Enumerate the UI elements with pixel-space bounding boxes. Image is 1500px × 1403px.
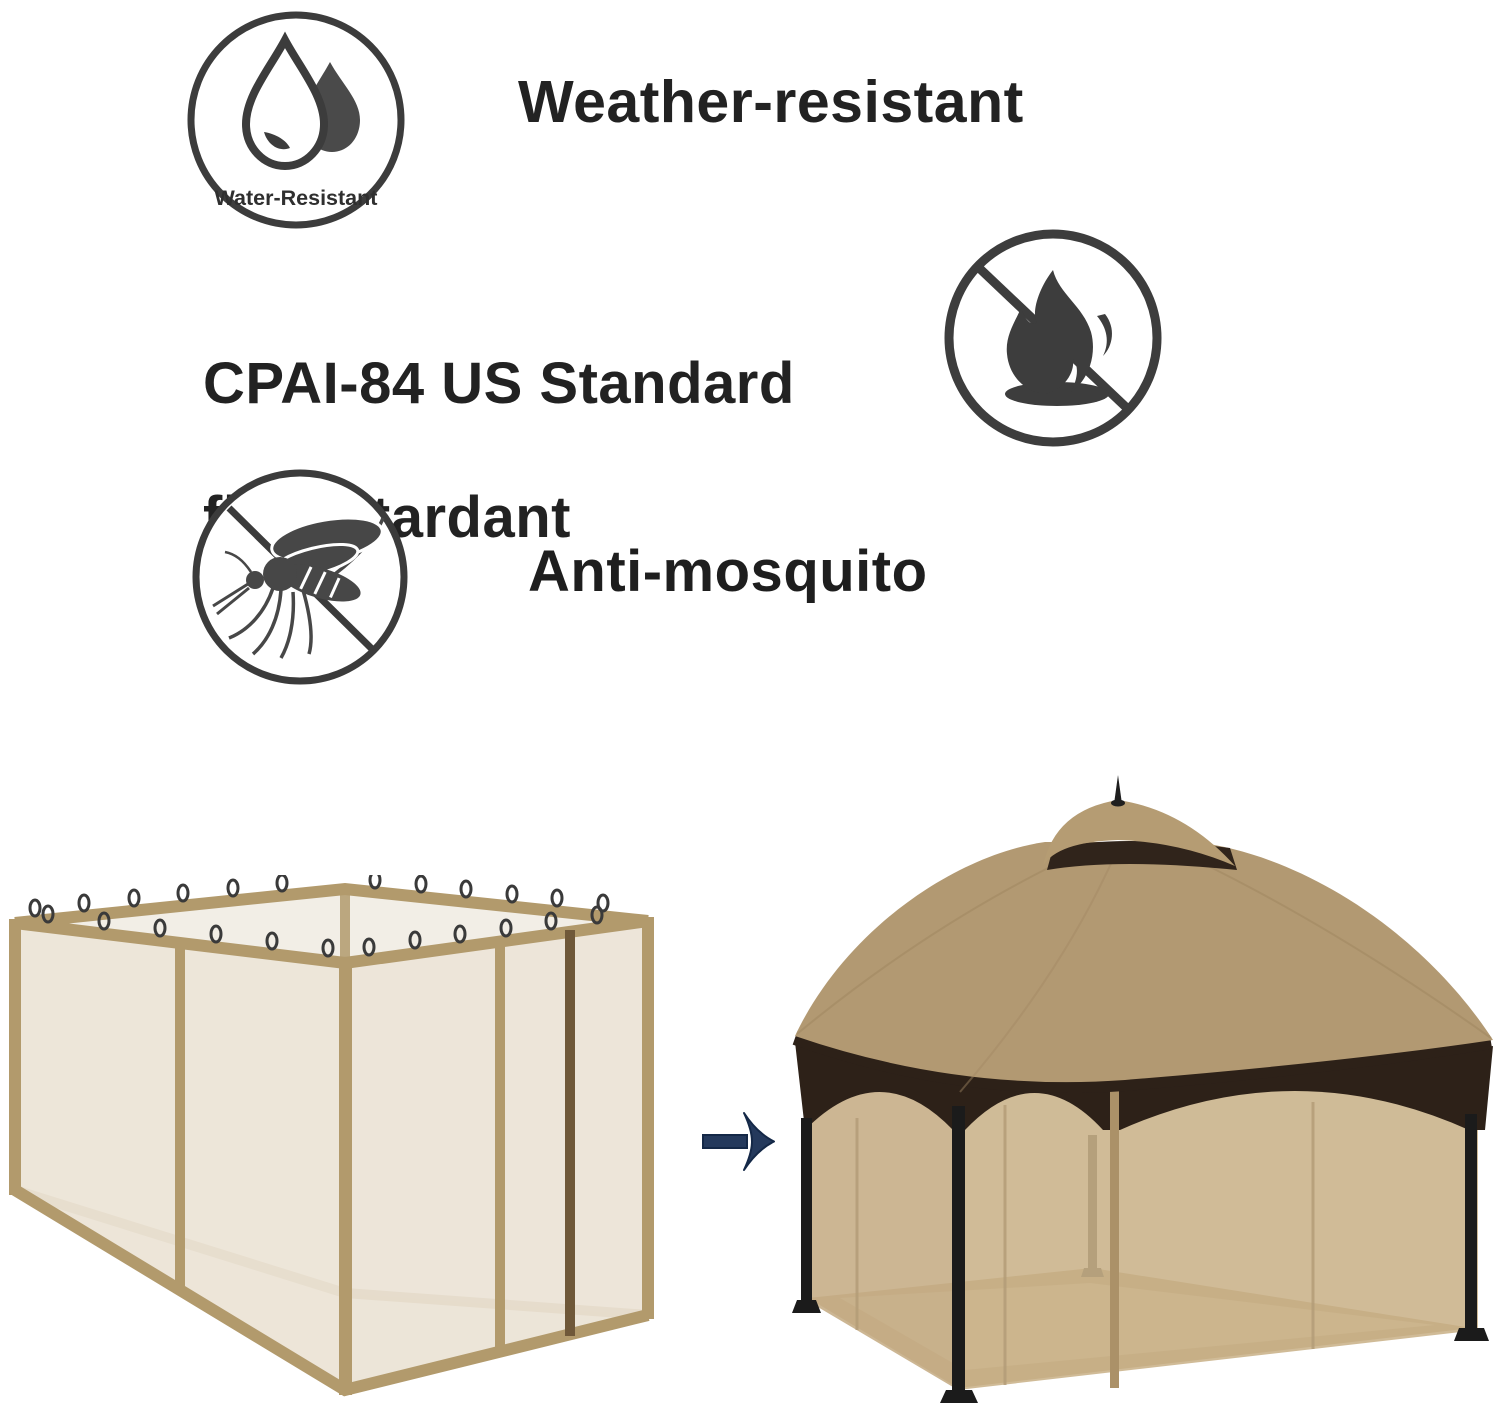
hanging-loops — [28, 875, 610, 958]
roof-top-tier — [1043, 800, 1235, 866]
right-arrow-icon — [702, 1112, 775, 1171]
mosquito-netting-panels-illustration — [9, 875, 654, 1397]
no-fire-icon — [944, 229, 1162, 447]
fire-retardant-label-line1: CPAI-84 US Standard — [203, 351, 795, 416]
flame-glyph — [1006, 270, 1093, 394]
gazebo-with-netting-illustration — [792, 775, 1493, 1403]
roof-finial — [1114, 775, 1122, 804]
weather-resistant-label: Weather-resistant — [518, 69, 1024, 135]
mosquito-glyph — [212, 516, 385, 659]
water-resistant-badge-label: Water-Resistant — [215, 186, 378, 210]
mesh-wall-left — [806, 1060, 958, 1390]
anti-mosquito-label: Anti-mosquito — [528, 539, 928, 604]
canopy-roof — [795, 842, 1493, 1083]
gazebo-post-front — [952, 1106, 965, 1392]
netting-seam — [1110, 1086, 1119, 1388]
mesh-wall-front — [958, 1060, 1478, 1390]
water-resistant-icon: Water-Resistant — [187, 11, 405, 229]
fire-retardant-label: CPAI-84 US Standard fire-retardant — [203, 283, 795, 618]
curtain-seam — [565, 930, 575, 1336]
gazebo-post-left — [801, 1118, 812, 1302]
gazebo-post-right — [1465, 1114, 1477, 1330]
no-mosquito-icon — [192, 469, 408, 685]
